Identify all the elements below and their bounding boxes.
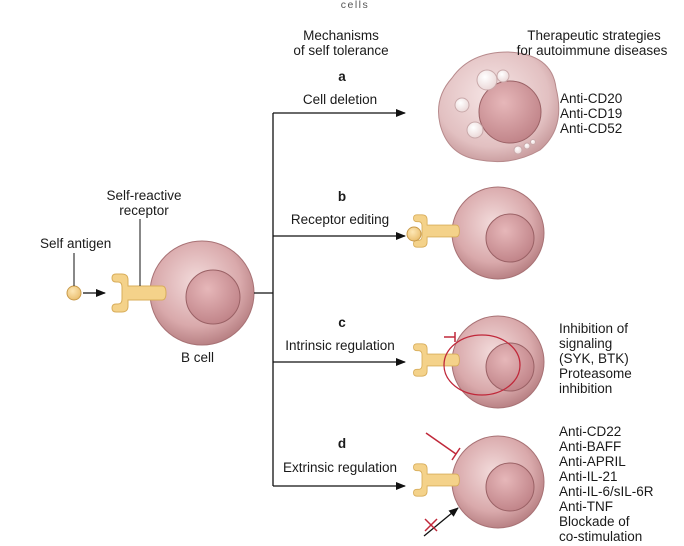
therapy-d-8: co-stimulation (559, 529, 643, 544)
top-caption: cells (340, 0, 370, 11)
bound-antigen (406, 226, 422, 242)
therapy-c-4: Proteasome (559, 366, 632, 381)
branch-d-letter: d (337, 436, 347, 451)
editing-cell (451, 186, 545, 280)
self-reactive-label-line1: Self-reactive (106, 188, 182, 203)
branch-a-letter: a (338, 69, 346, 84)
branch-c-label: Intrinsic regulation (285, 338, 395, 353)
therapy-c-2: signaling (559, 336, 613, 351)
intrinsic-inhibition-loop (443, 332, 521, 396)
therapy-d-6: Anti-TNF (559, 499, 613, 514)
therapy-d-5: Anti-IL-6/sIL-6R (559, 484, 654, 499)
therapy-d-2: Anti-BAFF (559, 439, 622, 454)
strategies-header-line1: Therapeutic strategies (527, 28, 661, 43)
branch-b-label: Receptor editing (290, 212, 390, 227)
therapy-c-5: inhibition (559, 381, 613, 396)
b-cell-label: B cell (181, 350, 215, 365)
branch-c-letter: c (338, 315, 346, 330)
extrinsic-inhibition-signal (425, 432, 461, 461)
self-antigen-label: Self antigen (40, 236, 112, 251)
self-antigen (66, 285, 82, 301)
regulated-cell-d (451, 435, 545, 529)
mechanisms-header-line2: of self tolerance (293, 43, 389, 58)
therapy-a-1: Anti-CD20 (560, 91, 623, 106)
therapy-c-3: (SYK, BTK) (559, 351, 629, 366)
self-reactive-label-line2: receptor (119, 203, 169, 218)
therapy-d-1: Anti-CD22 (559, 424, 622, 439)
b-cell (149, 240, 255, 346)
therapy-d-3: Anti-APRIL (559, 454, 626, 469)
regulated-cell-c (451, 315, 545, 409)
strategies-header-line2: for autoimmune diseases (516, 43, 668, 58)
therapy-d-4: Anti-IL-21 (559, 469, 618, 484)
branch-d-label: Extrinsic regulation (282, 460, 398, 475)
apoptotic-cell (438, 51, 560, 163)
branch-b-letter: b (337, 189, 347, 204)
therapy-c-1: Inhibition of (559, 321, 629, 336)
therapy-a-3: Anti-CD52 (560, 121, 623, 136)
therapy-a-2: Anti-CD19 (560, 106, 623, 121)
blocked-costimulation-arrow (423, 507, 459, 537)
mechanisms-header-line1: Mechanisms (303, 28, 379, 43)
branch-a-label: Cell deletion (302, 92, 378, 107)
therapy-d-7: Blockade of (559, 514, 630, 529)
